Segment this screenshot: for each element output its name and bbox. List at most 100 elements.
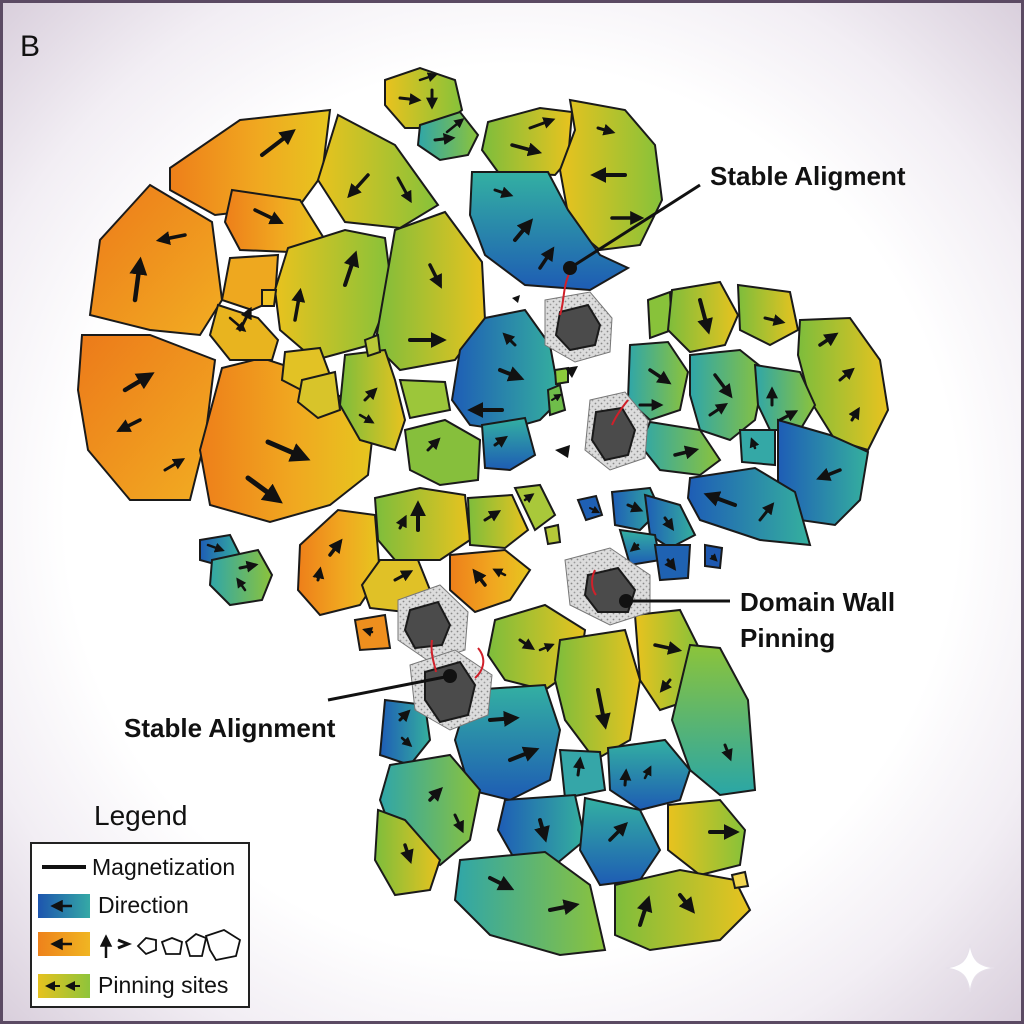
magnetization-arrow-icon (697, 298, 713, 335)
yellow-green-swatch-icon (38, 974, 90, 998)
magnetization-arrow-icon (589, 505, 601, 514)
magnetization-arrow-icon (343, 250, 360, 287)
magnetization-arrow-icon (678, 893, 695, 914)
magnetization-arrow-icon (848, 406, 860, 422)
magnetization-arrow-icon (433, 133, 456, 145)
pinning-site-icon (397, 584, 469, 663)
magnetization-arrow-icon (396, 176, 412, 204)
magnetization-arrow-icon (749, 437, 760, 450)
legend: Magnetization Direction (30, 842, 250, 1008)
magnetization-arrow-icon (228, 316, 247, 332)
magnetization-arrow-icon (538, 246, 555, 270)
magnetization-arrow-icon (428, 263, 442, 289)
magnetization-arrow-icon (659, 678, 672, 693)
grain (480, 416, 537, 472)
magnetization-arrow-icon (400, 843, 414, 864)
magnetization-arrow-icon (453, 813, 464, 834)
wall-marker (555, 445, 570, 458)
grain (670, 643, 757, 797)
legend-item-pinning-sites: Pinning sites (32, 968, 248, 1002)
magnetization-arrow-icon (363, 387, 378, 402)
grain (449, 548, 532, 614)
wall-marker (565, 366, 578, 378)
magnetization-arrow-icon (713, 373, 733, 399)
magnetization-arrow-icon (502, 332, 517, 347)
leader-dot (619, 594, 633, 608)
grain (398, 378, 452, 420)
magnetization-arrow-icon (418, 72, 438, 82)
magnetization-arrow-icon (493, 186, 514, 199)
magnetization-line-icon (42, 865, 86, 869)
domain-wall-trace (591, 569, 597, 596)
magnetization-arrow-icon (523, 493, 535, 504)
magnetization-arrow-icon (328, 538, 343, 557)
grain (208, 303, 280, 361)
grain (606, 738, 692, 812)
magnetization-arrow-icon (445, 118, 465, 134)
magnetization-arrow-icon (488, 710, 520, 727)
magnetization-arrow-icon (551, 393, 563, 402)
magnetization-arrow-icon (426, 437, 441, 452)
grain (363, 333, 382, 358)
magnetization-arrow-icon (629, 541, 641, 552)
leader-stable-bottom (327, 674, 451, 702)
grain (543, 523, 562, 546)
magnetization-arrow-icon (483, 510, 502, 522)
magnetization-arrow-icon (513, 218, 534, 242)
grain (796, 316, 890, 452)
magnetization-arrow-icon (572, 756, 585, 777)
panel-letter: B (20, 30, 41, 63)
legend-label: Magnetization (92, 854, 236, 880)
magnetization-arrow-icon (653, 641, 683, 655)
magnetization-arrow-icon (608, 822, 628, 842)
grain-cluster-lower-left (199, 483, 562, 652)
magnetization-arrow-icon (708, 403, 728, 417)
magnetization-arrow-icon (528, 117, 556, 130)
magnetization-arrows (116, 72, 860, 927)
magnetization-arrow-icon (619, 768, 632, 787)
grain (578, 796, 662, 887)
grain (558, 748, 607, 800)
grain (261, 289, 278, 307)
grain (738, 429, 776, 467)
pinning-site-icon (544, 291, 613, 363)
magnetization-arrow-icon (472, 568, 487, 587)
magnetization-arrow-icon (498, 366, 525, 382)
magnetization-arrow-icon (673, 445, 700, 460)
legend-label: Pinning sites (98, 972, 229, 998)
callout-domain-wall-pinning-line2: Pinning (740, 623, 836, 653)
magnetization-arrow-icon (395, 514, 407, 530)
grain (466, 493, 530, 550)
magnetization-arrow-icon (398, 93, 422, 106)
magnetization-arrow-icon (129, 256, 148, 303)
grain (667, 798, 747, 877)
leader-dot (563, 261, 577, 275)
magnetization-arrow-icon (596, 123, 616, 136)
grain (208, 548, 274, 607)
magnetization-arrow-icon (493, 435, 508, 448)
legend-title: Legend (94, 800, 188, 831)
magnetization-arrow-icon (291, 287, 306, 322)
magnetization-arrow-icon (347, 173, 370, 199)
magnetization-arrow-icon (428, 787, 443, 802)
magnetization-arrow-icon (116, 418, 142, 432)
grain (553, 366, 569, 386)
grain (453, 850, 607, 957)
grain (546, 383, 567, 417)
magnetization-arrow-icon (492, 568, 507, 578)
legend-shapes-icon (99, 929, 242, 962)
wall-marker (512, 295, 520, 303)
legend-label: Direction (98, 892, 189, 918)
magnetization-arrow-icon (155, 231, 187, 245)
magnetization-arrow-icon (397, 709, 411, 723)
magnetization-arrow-icon (778, 410, 799, 422)
magnetization-arrow-icon (721, 743, 733, 762)
grain (76, 334, 217, 501)
magnetization-arrow-icon (238, 560, 259, 573)
leader-stable-top (569, 183, 701, 270)
domain-wall-traces (430, 267, 629, 679)
legend-item-shapes (32, 926, 248, 962)
magnetization-arrow-icon (518, 638, 535, 650)
callout-domain-wall-pinning-line1: Domain Wall (740, 587, 896, 617)
